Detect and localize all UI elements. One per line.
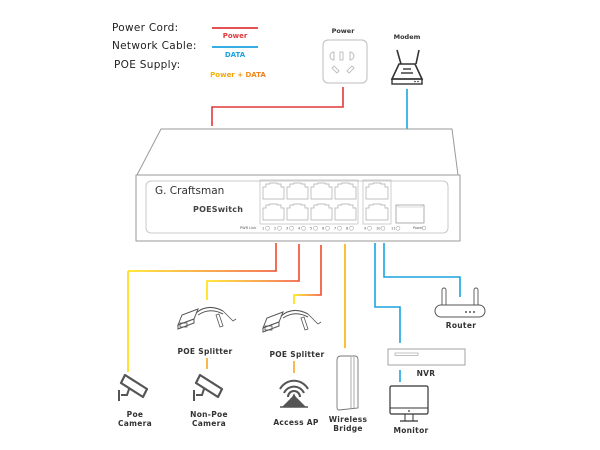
port-number-7: 7 xyxy=(334,227,336,231)
poe-camera: Poe Camera xyxy=(118,373,152,428)
modem-icon xyxy=(390,49,424,85)
power-outlet-label: Power xyxy=(332,27,356,35)
port-led-7 xyxy=(337,226,342,231)
port-number-9: 9 xyxy=(364,227,366,231)
wireless-bridge-label-2: Bridge xyxy=(333,424,363,433)
modem-label: Modem xyxy=(394,33,421,41)
poe-splitter-icon xyxy=(262,310,322,333)
monitor-label: Monitor xyxy=(393,426,428,435)
ethernet-port-6 xyxy=(310,203,333,221)
poe-splitter-1-label: POE Splitter xyxy=(177,347,232,356)
switch-brand: G. Craftsman xyxy=(155,185,224,197)
port-led-6 xyxy=(325,226,330,231)
access-ap: Access AP xyxy=(273,379,319,427)
port-number-8: 8 xyxy=(346,227,348,231)
port-number-6: 6 xyxy=(322,227,324,231)
poe-cable-splitter-1 xyxy=(206,244,300,300)
port-number-10: 10 xyxy=(376,227,380,231)
ethernet-port-5 xyxy=(310,182,333,200)
router: Router xyxy=(434,287,486,330)
data-cable-router xyxy=(383,243,461,297)
legend-power-line-label: Power xyxy=(223,32,248,40)
port-number-3: 3 xyxy=(286,227,288,231)
non-poe-camera: Non-Poe Camera xyxy=(190,373,228,428)
power-outlet: Power xyxy=(322,27,368,84)
power-led xyxy=(421,225,427,231)
port-led-9 xyxy=(367,226,372,231)
monitor-icon xyxy=(389,385,429,422)
port-number-5: 5 xyxy=(310,227,312,231)
pwr-link-label: PWR Link xyxy=(240,226,257,230)
ethernet-port-7 xyxy=(334,182,357,200)
power-cord-line xyxy=(211,87,344,126)
ethernet-port-3 xyxy=(286,182,309,200)
port-led-2 xyxy=(277,226,282,231)
poe-splitter-icon xyxy=(177,307,237,330)
switch-top-face xyxy=(136,128,459,176)
port-block-1-8 xyxy=(259,179,359,225)
nvr-label: NVR xyxy=(417,369,436,378)
port-led-3 xyxy=(289,226,294,231)
port-number-1: 1 xyxy=(262,227,264,231)
led-indicators: 1 2 3 4 5 6 7 8 9 10 11 xyxy=(262,226,401,231)
wifi-antenna-icon xyxy=(279,379,309,408)
ethernet-port-9 xyxy=(365,182,389,200)
camera-icon xyxy=(118,373,149,401)
ethernet-port-4 xyxy=(286,203,309,221)
port-led-5 xyxy=(313,226,318,231)
non-poe-camera-label-1: Non-Poe xyxy=(190,410,228,419)
legend-poe-supply-label: POE Supply: xyxy=(114,59,180,71)
legend: Power Cord: Power Network Cable: DATA PO… xyxy=(112,22,266,79)
legend-data-line-label: DATA xyxy=(225,51,246,59)
wireless-bridge-icon xyxy=(336,355,359,411)
port-number-4: 4 xyxy=(298,227,301,231)
data-cable-nvr xyxy=(374,243,401,343)
poe-splitter-2: POE Splitter xyxy=(262,310,324,359)
poe-switch: G. Craftsman POESwitch PWR Link 1 2 3 4 5 6 7 8… xyxy=(135,128,461,242)
camera-icon xyxy=(193,373,224,401)
port-number-11: 11 xyxy=(391,227,395,231)
port-led-4 xyxy=(301,226,306,231)
port-led-1 xyxy=(265,226,270,231)
port-block-9-10 xyxy=(362,179,392,225)
poe-cable-splitter-2 xyxy=(293,245,322,304)
nvr: NVR xyxy=(387,348,466,378)
non-poe-camera-label-2: Camera xyxy=(192,419,226,428)
monitor: Monitor xyxy=(389,385,429,435)
port-number-2: 2 xyxy=(274,227,276,231)
modem: Modem xyxy=(390,33,424,85)
wireless-bridge: Wireless Bridge xyxy=(329,355,368,433)
ethernet-port-2 xyxy=(262,203,285,221)
switch-model: POESwitch xyxy=(193,205,243,214)
port-led-11 xyxy=(395,226,401,231)
ethernet-port-8 xyxy=(334,203,357,221)
ethernet-ports xyxy=(262,182,389,221)
access-ap-label: Access AP xyxy=(273,418,319,427)
port-led-10 xyxy=(380,226,386,231)
ethernet-port-10 xyxy=(365,203,389,221)
port-led-8 xyxy=(349,226,354,231)
wireless-bridge-label-1: Wireless xyxy=(329,415,368,424)
router-label: Router xyxy=(446,321,476,330)
legend-network-cable-label: Network Cable: xyxy=(112,40,197,52)
legend-power-cord-label: Power Cord: xyxy=(112,22,178,34)
nvr-icon xyxy=(387,348,466,366)
legend-poe-line-label: Power + DATA xyxy=(210,71,266,79)
poe-camera-label-1: Poe xyxy=(127,410,144,419)
poe-cable-poe-camera xyxy=(128,243,277,272)
power-led-label: Power xyxy=(413,226,424,230)
poe-splitter-2-label: POE Splitter xyxy=(269,350,324,359)
outlet-icon xyxy=(322,39,368,84)
poe-camera-label-2: Camera xyxy=(118,419,152,428)
router-icon xyxy=(434,287,486,318)
poe-splitter-1: POE Splitter xyxy=(177,307,237,356)
ethernet-port-1 xyxy=(262,182,285,200)
